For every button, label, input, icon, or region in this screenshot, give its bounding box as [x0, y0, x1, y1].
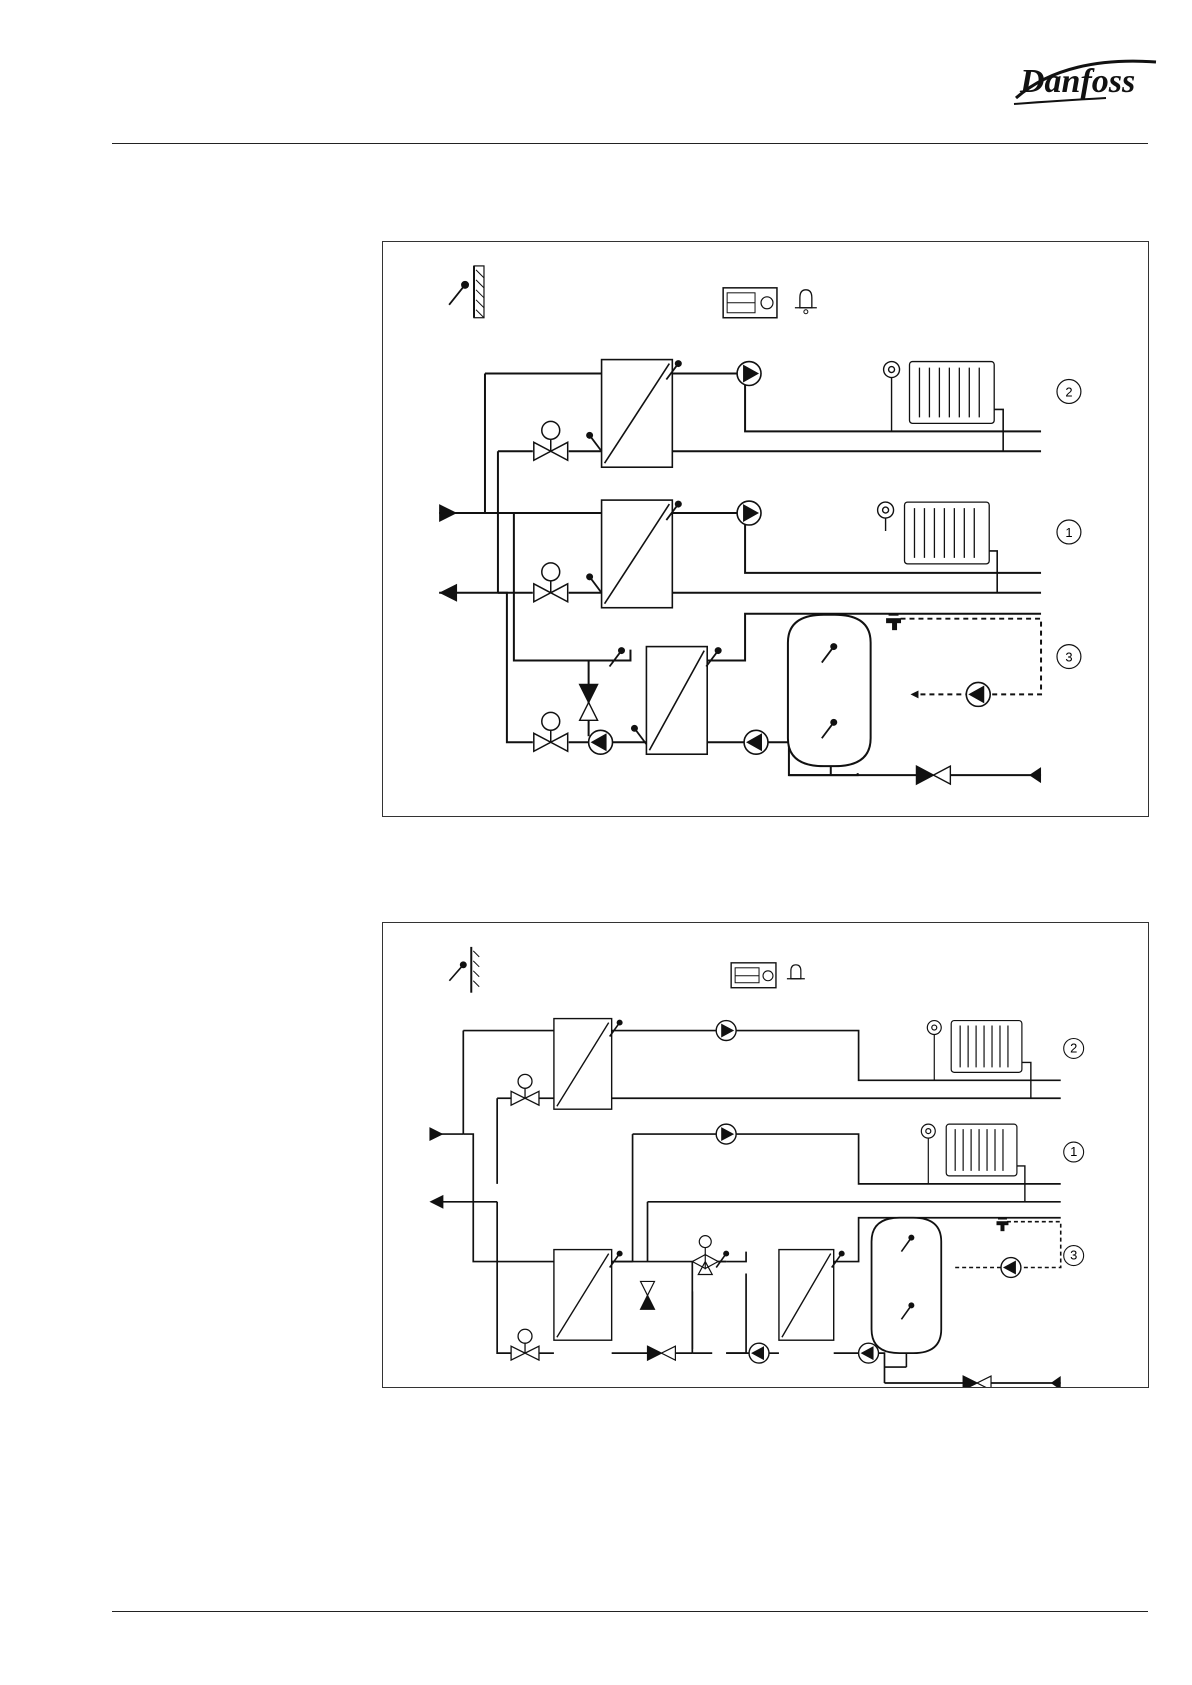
circuit-label-3: 3 [1057, 645, 1081, 669]
controller-icon [731, 963, 776, 988]
radiator-return-pipes [989, 409, 1003, 592]
alarm-bell-icon [787, 965, 805, 979]
pipes [439, 374, 1041, 776]
thermostat-icon [878, 362, 900, 531]
danfoss-logo: Danfoss [1010, 48, 1160, 110]
diagram-2-svg: 2 1 3 [383, 923, 1148, 1387]
svg-text:3: 3 [1070, 1248, 1077, 1263]
circuit-label-1: 1 [1057, 520, 1081, 544]
recirculation-pipe [901, 619, 1042, 695]
outdoor-sensor-icon [449, 947, 479, 993]
hydraulic-diagram-1: 2 1 3 [382, 241, 1149, 817]
svg-text:1: 1 [1065, 525, 1072, 540]
tap-icon [997, 1219, 1008, 1231]
footer-rule [112, 1611, 1148, 1612]
three-way-valve-icon [692, 1236, 718, 1275]
heat-exchanger-icon [602, 360, 708, 755]
heat-exchanger-icon [554, 1019, 834, 1341]
brand-wordmark: Danfoss [1019, 63, 1135, 100]
thermostat-icon [921, 1021, 941, 1184]
svg-text:2: 2 [1070, 1040, 1077, 1055]
hydraulic-diagram-2: 2 1 3 [382, 922, 1149, 1388]
tap-icon [887, 615, 901, 630]
header-rule [112, 143, 1148, 144]
hot-water-tank-icon [788, 615, 871, 775]
motorized-valve-icon [511, 1074, 539, 1360]
svg-text:2: 2 [1065, 384, 1072, 399]
hot-water-tank-icon [872, 1218, 942, 1367]
radiator-return-pipes [1017, 1062, 1031, 1201]
circuit-label-2: 2 [1064, 1039, 1084, 1059]
circuit-label-1: 1 [1064, 1142, 1084, 1162]
circuit-label-2: 2 [1057, 380, 1081, 404]
svg-text:1: 1 [1070, 1144, 1077, 1159]
outdoor-sensor-icon [449, 266, 484, 318]
svg-text:3: 3 [1065, 650, 1072, 665]
diagram-1-svg: 2 1 3 [383, 242, 1148, 816]
circuit-label-3: 3 [1064, 1246, 1084, 1266]
alarm-bell-icon [795, 290, 817, 314]
radiator-icon [905, 362, 995, 564]
controller-icon [723, 288, 777, 318]
motorized-valve-icon [534, 421, 568, 751]
